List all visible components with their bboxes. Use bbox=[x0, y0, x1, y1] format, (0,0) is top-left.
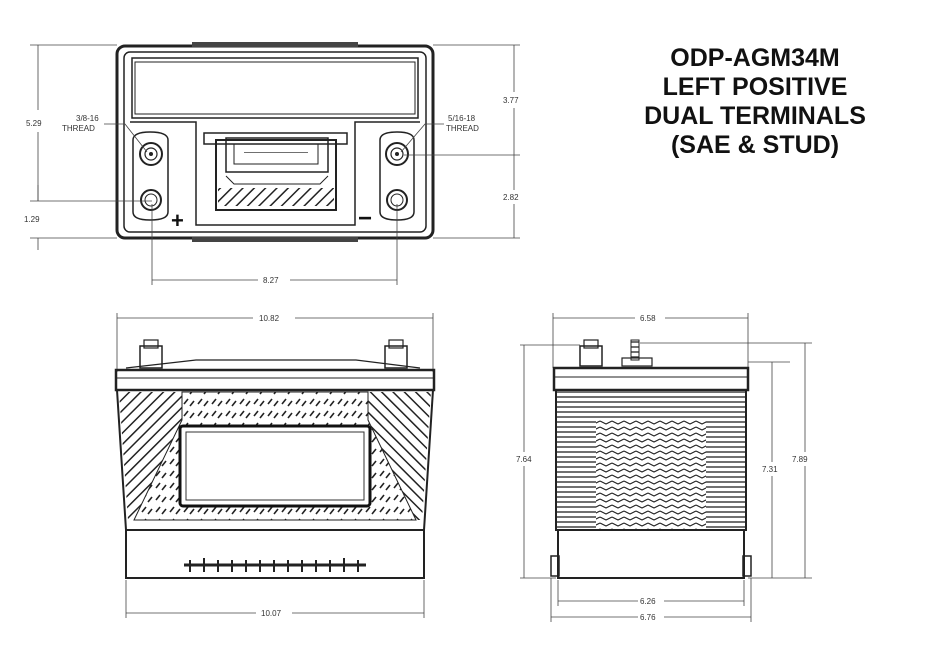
right-thread-size: 5/16-18 bbox=[448, 114, 476, 123]
dim-lower-section: 2.82 bbox=[503, 193, 519, 202]
dim-terminal-offset: 1.29 bbox=[24, 215, 40, 224]
handle bbox=[203, 132, 348, 211]
dim-height-left: 7.64 bbox=[516, 455, 532, 464]
title-terminals: DUAL TERMINALS bbox=[644, 102, 866, 130]
positive-symbol: + bbox=[171, 208, 184, 233]
title-polarity: LEFT POSITIVE bbox=[662, 73, 848, 101]
dim-top-length: 10.82 bbox=[259, 314, 280, 323]
dim-top-width: 6.58 bbox=[640, 314, 656, 323]
side-view: 6.58 7.64 7.31 7.89 bbox=[516, 313, 812, 622]
dim-base-width: 6.26 bbox=[640, 597, 656, 606]
title-model: ODP-AGM34M bbox=[670, 44, 840, 72]
dim-base-length: 10.07 bbox=[261, 609, 282, 618]
dim-upper-section: 3.77 bbox=[503, 96, 519, 105]
dim-height-case: 7.31 bbox=[762, 465, 778, 474]
dim-height-total: 7.89 bbox=[792, 455, 808, 464]
dim-overall-width: 6.76 bbox=[640, 613, 656, 622]
right-thread-label: THREAD bbox=[446, 124, 479, 133]
title-block: ODP-AGM34M LEFT POSITIVE DUAL TERMINALS … bbox=[600, 44, 910, 160]
left-terminal bbox=[132, 131, 169, 221]
left-thread-size: 3/8-16 bbox=[76, 114, 99, 123]
dim-overall-depth: 5.29 bbox=[26, 119, 42, 128]
negative-symbol: − bbox=[358, 205, 372, 232]
top-view: + − 3/8-16 THREAD 5/16-18 THREAD 5.29 1.… bbox=[24, 42, 520, 285]
title-terminal-types: (SAE & STUD) bbox=[670, 131, 840, 159]
front-view: 10.82 10.07 bbox=[114, 313, 436, 618]
dim-terminal-spacing: 8.27 bbox=[263, 276, 279, 285]
left-thread-label: THREAD bbox=[62, 124, 95, 133]
